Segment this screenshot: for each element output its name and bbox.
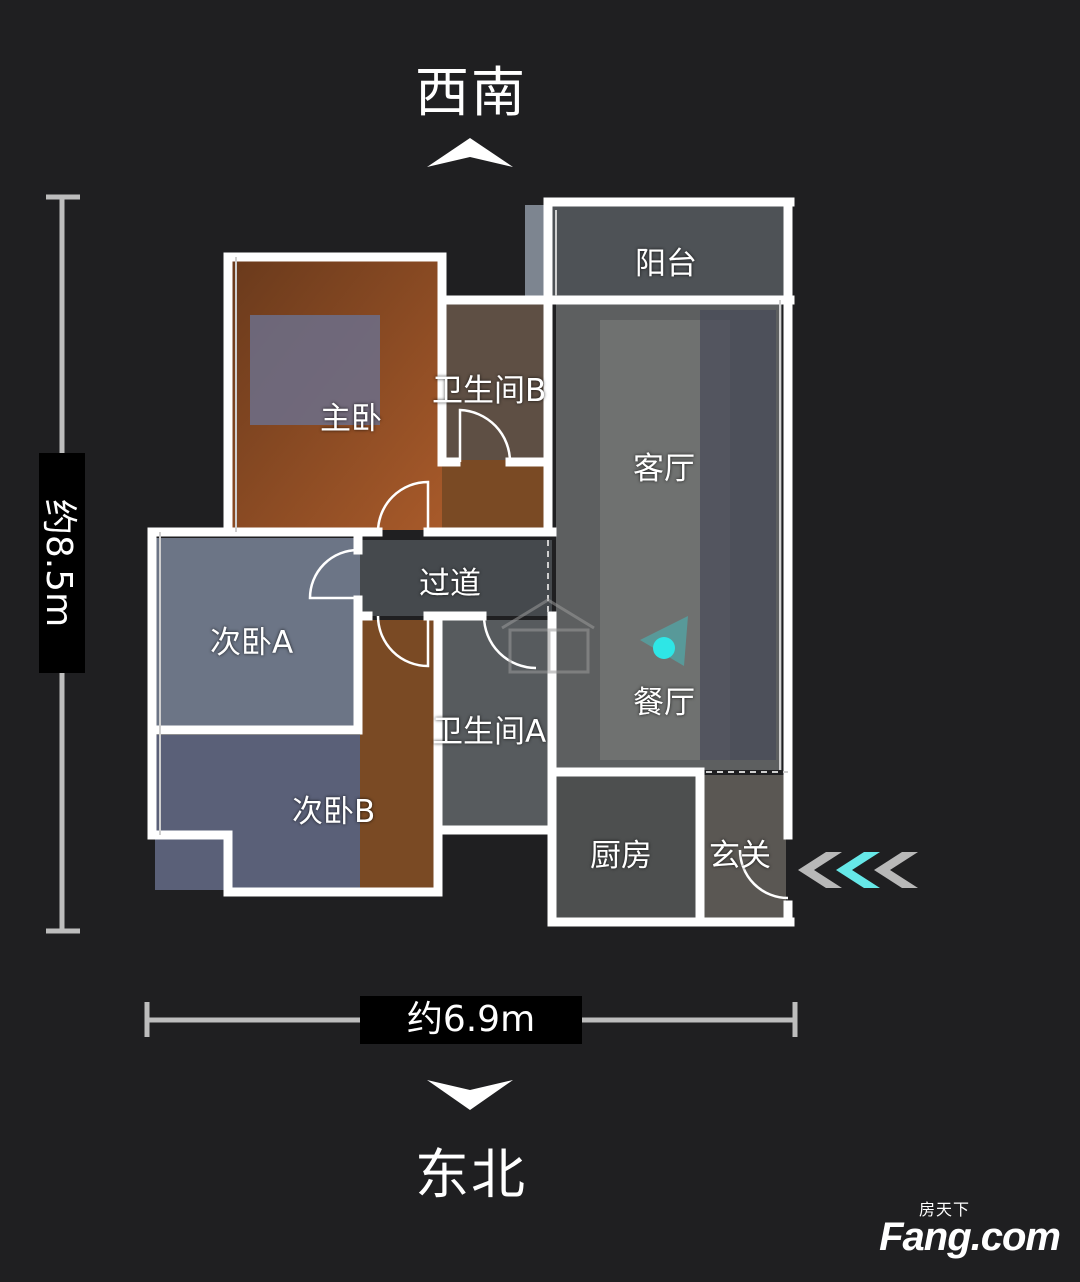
entrance-arrows-icon[interactable] [798, 852, 918, 888]
room-fills [155, 205, 788, 920]
hall-fill [442, 460, 546, 530]
room-label-dining-room: 餐厅 [633, 685, 695, 721]
room-label-living-room: 客厅 [633, 451, 695, 487]
room-label-corridor: 过道 [419, 566, 481, 602]
bathroom-a-fill [440, 620, 550, 830]
location-marker-icon[interactable] [653, 637, 675, 659]
height-dimension-badge: 约8.5m [38, 453, 85, 673]
width-dimension-text: 约6.9m [360, 996, 582, 1044]
compass-down-arrow-icon[interactable] [425, 1077, 515, 1113]
kitchen-fill [552, 775, 696, 920]
watermark-cn-text: 房天下 [918, 1200, 970, 1219]
living-furniture [700, 310, 776, 760]
master-bed [250, 315, 380, 425]
floor-plan [147, 197, 918, 927]
room-label-master-bedroom: 主卧 [320, 401, 382, 437]
room-label-second-bedroom-a: 次卧A [210, 625, 294, 661]
balcony-fill [548, 205, 788, 297]
walls [147, 197, 795, 927]
room-label-kitchen: 厨房 [590, 838, 652, 874]
house-watermark-icon [501, 598, 595, 674]
corridor-fill [360, 540, 552, 616]
room-label-bathroom-a: 卫生间A [432, 714, 547, 750]
room-label-balcony: 阳台 [635, 246, 697, 282]
compass-up-arrow-icon[interactable] [425, 135, 515, 169]
room-label-bathroom-b: 卫生间B [432, 373, 547, 409]
second-bedroom-a-fill [155, 538, 360, 728]
fang-watermark: 房天下 Fang.com [860, 1200, 1061, 1260]
room-label-entrance: 玄关 [709, 838, 771, 874]
watermark-en-text: Fang.com [879, 1215, 1061, 1259]
window-lines [159, 210, 781, 835]
compass-bottom-label: 东北 [415, 1143, 527, 1206]
room-label-second-bedroom-b: 次卧B [292, 794, 376, 830]
doors [308, 408, 789, 900]
height-dimension-text: 约8.5m [38, 498, 79, 628]
compass-top-label: 西南 [415, 61, 527, 124]
